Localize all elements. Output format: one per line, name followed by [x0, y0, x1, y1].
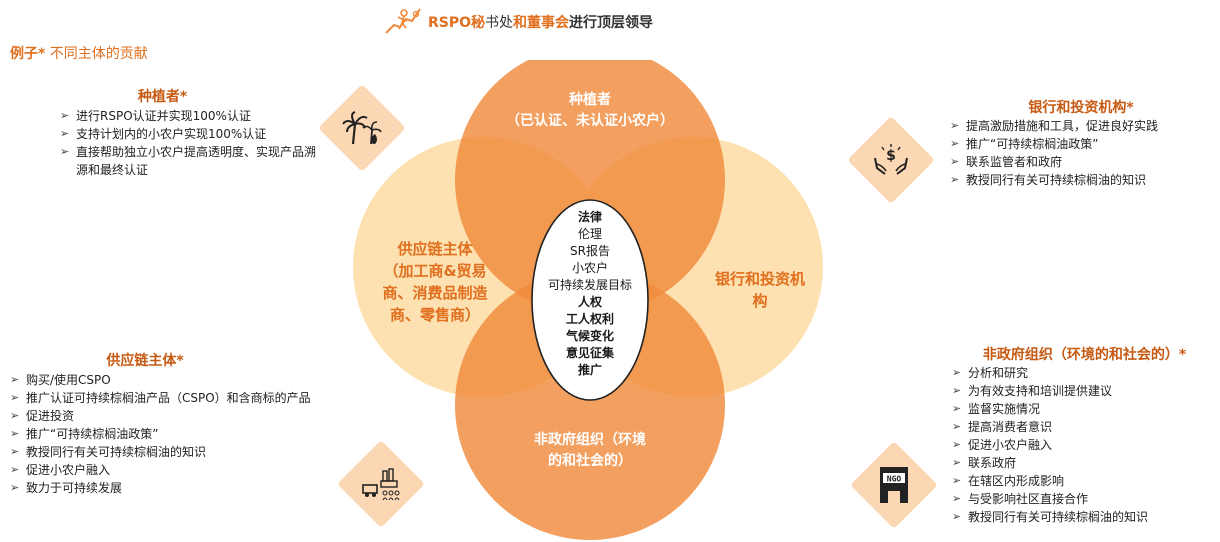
palm-oil-icon: [318, 84, 406, 172]
ngo-sign-text: NGO: [887, 475, 902, 484]
center-item: 人权: [577, 295, 602, 309]
top-header-text: RSPO秘书处和董事会进行顶层领导: [428, 15, 654, 31]
venn-svg: [353, 45, 823, 540]
center-item: 小农户: [571, 261, 608, 275]
center-item: 意见征集: [565, 346, 614, 360]
supply-title: 供应链主体*: [106, 353, 184, 369]
list-item: 直接帮助独立小农户提高透明度、实现产品溯源和最终认证: [60, 143, 325, 179]
center-item: 可持续发展目标: [547, 278, 632, 292]
list-item: 推广“可持续棕榈油政策”: [950, 135, 1212, 153]
supply-chain-icon: [337, 440, 425, 528]
growers-title: 种植者*: [137, 89, 188, 105]
growers-list: 进行RSPO认证并实现100%认证 支持计划内的小农户实现100%认证 直接帮助…: [60, 107, 325, 179]
svg-text:$: $: [886, 148, 896, 164]
list-item: 在辖区内形成影响: [952, 472, 1217, 490]
banks-list: 提高激励措施和工具，促进良好实践 推广“可持续棕榈油政策” 联系监管者和政府 教…: [950, 117, 1212, 189]
list-item: 教授同行有关可持续棕榈油的知识: [10, 443, 320, 461]
venn-label-left: 供应链主体 （加工商&贸易 商、消费品制造 商、零售商）: [382, 240, 488, 324]
venn-label-top: 种植者 （已认证、未认证小农户）: [506, 92, 674, 129]
center-item: 工人权利: [565, 312, 614, 326]
ngo-title: 非政府组织（环境的和社会的）*: [982, 347, 1187, 363]
center-item: 气候变化: [565, 329, 614, 343]
list-item: 支持计划内的小农户实现100%认证: [60, 125, 325, 143]
list-item: 推广“可持续棕榈油政策”: [10, 425, 320, 443]
list-item: 联系政府: [952, 454, 1217, 472]
list-item: 致力于可持续发展: [10, 479, 320, 497]
ngo-list: 分析和研究 为有效支持和培训提供建议 监督实施情况 提高消费者意识 促进小农户融…: [952, 364, 1217, 526]
list-item: 教授同行有关可持续棕榈油的知识: [952, 508, 1217, 526]
list-item: 推广认证可持续棕榈油产品（CSPO）和含商标的产品: [10, 389, 320, 407]
list-item: 购买/使用CSPO: [10, 371, 320, 389]
list-item: 促进投资: [10, 407, 320, 425]
growers-section: 种植者* 进行RSPO认证并实现100%认证 支持计划内的小农户实现100%认证…: [60, 86, 325, 179]
list-item: 进行RSPO认证并实现100%认证: [60, 107, 325, 125]
supply-list: 购买/使用CSPO 推广认证可持续棕榈油产品（CSPO）和含商标的产品 促进投资…: [10, 371, 320, 497]
list-item: 提高激励措施和工具，促进良好实践: [950, 117, 1212, 135]
list-item: 联系监管者和政府: [950, 153, 1212, 171]
center-item: SR报告: [570, 244, 610, 258]
list-item: 教授同行有关可持续棕榈油的知识: [950, 171, 1212, 189]
list-item: 分析和研究: [952, 364, 1217, 382]
center-item: 法律: [577, 210, 602, 224]
banks-title: 银行和投资机构*: [1028, 100, 1134, 116]
center-item: 推广: [577, 363, 602, 377]
venn-label-bottom: 非政府组织（环境 的和社会的）: [534, 432, 646, 469]
center-item: 伦理: [577, 227, 602, 241]
example-title: 例子* 不同主体的贡献: [10, 46, 148, 62]
venn-circle-bottom: [455, 270, 725, 540]
venn-circle-top: [455, 45, 725, 315]
venn-center-list: 法律 伦理 SR报告 小农户 可持续发展目标 人权 工人权利 气候变化 意见征集…: [540, 209, 640, 379]
list-item: 与受影响社区直接合作: [952, 490, 1217, 508]
venn-center-ellipse: [531, 199, 649, 401]
list-item: 促进小农户融入: [952, 436, 1217, 454]
venn-label-right: 银行和投资机 构: [714, 270, 805, 310]
list-item: 监督实施情况: [952, 400, 1217, 418]
top-header: RSPO秘书处和董事会进行顶层领导: [384, 6, 653, 38]
list-item: 促进小农户融入: [10, 461, 320, 479]
venn-diagram: 种植者 （已认证、未认证小农户） 供应链主体 （加工商&贸易 商、消费品制造 商…: [350, 45, 830, 542]
ngo-section: 非政府组织（环境的和社会的）* 分析和研究 为有效支持和培训提供建议 监督实施情…: [952, 344, 1217, 526]
money-hands-icon: $: [847, 116, 935, 204]
banks-section: 银行和投资机构* 提高激励措施和工具，促进良好实践 推广“可持续棕榈油政策” 联…: [950, 97, 1212, 189]
ngo-building-icon: NGO: [850, 441, 938, 529]
list-item: 提高消费者意识: [952, 418, 1217, 436]
leadership-climb-icon: [384, 5, 424, 39]
supply-section: 供应链主体* 购买/使用CSPO 推广认证可持续棕榈油产品（CSPO）和含商标的…: [10, 350, 320, 497]
list-item: 为有效支持和培训提供建议: [952, 382, 1217, 400]
